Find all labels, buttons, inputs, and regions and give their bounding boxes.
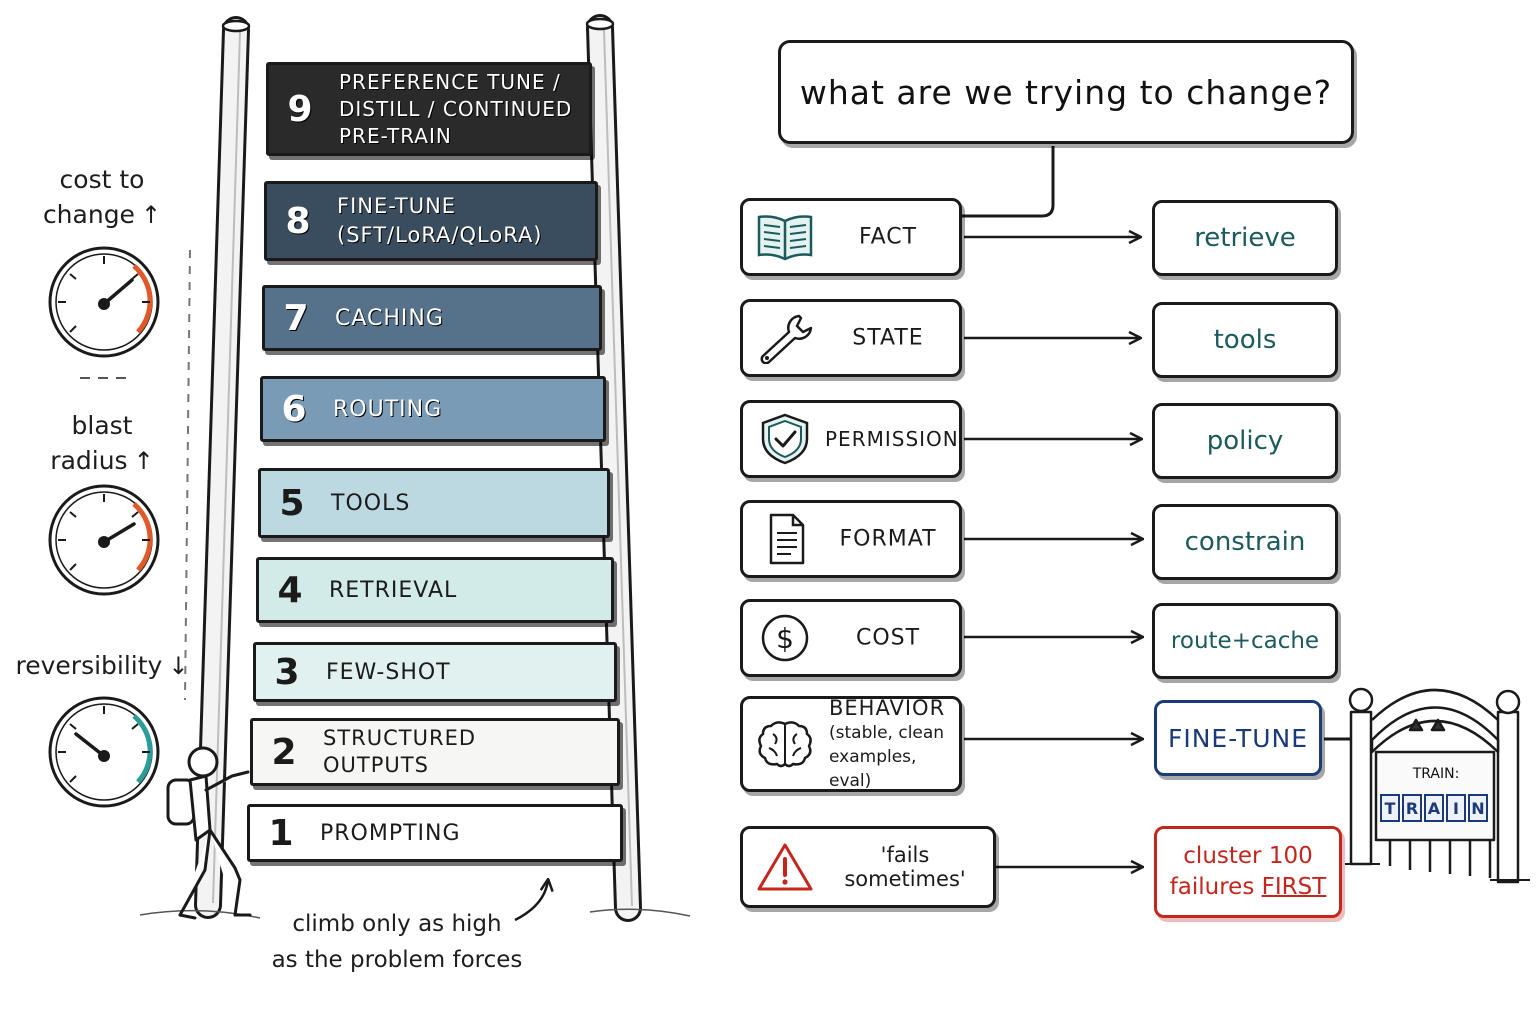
brain-icon [758,721,812,768]
ladder-rung-4: 4 RETRIEVAL [256,557,614,623]
action-cluster-failures: cluster 100 failures FIRST [1154,826,1342,918]
gauge-label-blast: blast radius↑ [12,408,192,479]
gauge-label-reversibility: reversibility↓ [2,648,202,684]
ladder-rung-3: 3 FEW-SHOT [253,642,617,702]
rung-label: (SFT/LoRA/QLoRA) [337,223,543,247]
gauge-label-line: blast [71,411,133,440]
ladder-rung-6: 6 ROUTING [260,376,606,442]
gate-letter-tile: I [1446,794,1466,822]
rung-number: 8 [285,200,311,242]
category-state: STATE [740,299,962,377]
wrench-icon [760,314,813,364]
category-subtitle: (stable, clean [829,723,945,743]
category-label: BEHAVIOR (stable, clean examples, eval) [829,695,951,793]
ladder-rung-5: 5 TOOLS [258,468,610,538]
ladder-rung-9: 9 PREFERENCE TUNE / DISTILL / CONTINUED … [266,62,592,156]
rung-label: TOOLS [331,490,411,516]
gauge-label-line: cost to [59,165,145,194]
book-icon [757,215,813,261]
ladder-rung-2: 2 STRUCTURED OUTPUTS [250,718,620,786]
shield-check-icon [761,413,809,465]
rung-label: PROMPTING [320,820,461,846]
document-icon [769,513,805,565]
rung-number: 2 [271,731,297,773]
category-format: FORMAT [740,500,962,578]
gauge-icon [48,696,160,808]
action-constrain: constrain [1152,504,1338,580]
rung-label: ROUTING [333,396,443,422]
train-gate [1324,687,1530,884]
rung-number: 3 [274,651,300,693]
action-retrieve: retrieve [1152,200,1338,276]
gate-letter-tile: T [1380,794,1400,822]
gate-letter-tile: A [1424,794,1444,822]
action-route-cache: route+cache [1152,603,1338,679]
category-label: FORMAT [839,526,937,552]
rung-label: CACHING [335,305,444,331]
gauge-label-line: change [42,200,135,229]
rung-label: PREFERENCE TUNE / [339,69,561,94]
ladder-rung-7: 7 CACHING [262,285,602,351]
category-label: FACT [858,224,918,250]
category-label: STATE [852,325,924,351]
gauge-label-cost: cost to change↑ [12,162,192,233]
rung-number: 5 [279,482,305,524]
gauge-icon [48,246,160,358]
dollar-icon: $ [761,614,809,662]
rung-label: PRE-TRAIN [339,123,452,148]
row-arrows [964,237,1142,867]
caption-line: climb only as high [292,911,502,937]
rung-number: 9 [287,88,313,130]
gate-letter-tile: R [1402,794,1422,822]
rung-label: FEW-SHOT [326,659,451,685]
caption-arrow [514,880,548,922]
caption-line: as the problem forces [271,947,523,973]
gate-letter-tile: N [1468,794,1488,822]
category-label: 'fails sometimes' [844,843,966,891]
rung-label: RETRIEVAL [329,577,458,603]
rung-number: 7 [283,297,309,339]
ladder-caption: climb only as high as the problem forces [247,906,547,978]
climber-figure [166,746,252,920]
dashed-guide [184,249,191,701]
rung-label: STRUCTURED [323,726,477,750]
up-arrow-icon: ↑ [133,447,154,475]
action-line: failures [1169,874,1262,900]
action-emphasis: FIRST [1261,874,1327,900]
question-connector [962,146,1055,218]
action-tools: tools [1152,302,1338,378]
warning-icon [757,843,813,891]
rung-number: 4 [277,569,303,611]
category-permission: PERMISSION [740,400,962,478]
question-box: what are we trying to change? [778,40,1354,144]
gate-sign-title: TRAIN: [1412,766,1460,782]
ladder-rung-1: 1 PROMPTING [247,804,623,862]
action-policy: policy [1152,403,1338,479]
category-behavior: BEHAVIOR (stable, clean examples, eval) [740,696,962,792]
rung-label: DISTILL / CONTINUED [339,96,573,121]
gauge-label-line: reversibility [15,651,163,680]
category-subtitle: examples, eval) [829,747,917,791]
down-arrow-icon: ↓ [168,652,189,680]
gauge-icon [48,484,160,596]
category-fails-sometimes: 'fails sometimes' [740,826,996,908]
rung-number: 6 [281,388,307,430]
up-arrow-icon: ↑ [140,201,162,229]
rung-number: 1 [268,812,294,854]
action-line: cluster 100 [1183,843,1313,869]
rung-label: FINE-TUNE [337,194,457,218]
category-label: PERMISSION [825,427,959,451]
rung-label: OUTPUTS [323,753,429,777]
category-title: BEHAVIOR [829,696,946,720]
ladder-rung-8: 8 FINE-TUNE (SFT/LoRA/QLoRA) [264,181,598,261]
category-cost: $ COST [740,599,962,677]
category-label: COST [855,625,921,651]
gauge-label-line: radius [50,446,128,475]
action-fine-tune: FINE-TUNE [1154,700,1322,776]
svg-text:$: $ [776,622,794,655]
category-fact: FACT [740,198,962,276]
